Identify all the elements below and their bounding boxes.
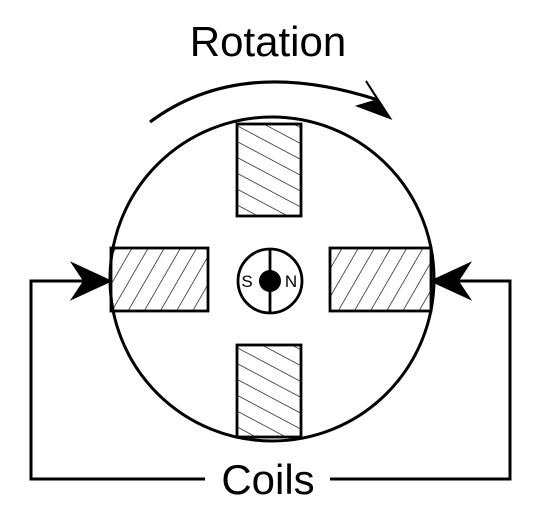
coil-wire-right <box>330 279 512 481</box>
pole-label-south: S <box>241 272 252 291</box>
pole-top <box>235 122 303 218</box>
pole-label-north: N <box>285 272 297 291</box>
arrow-right-icon <box>69 261 113 301</box>
arrow-left-icon <box>429 261 473 301</box>
rotation-label: Rotation <box>190 18 346 65</box>
rotor-axle <box>259 270 281 292</box>
pole-bottom <box>235 343 303 439</box>
curved-arrow-icon <box>149 80 393 124</box>
pole-left <box>109 246 210 313</box>
coil-wire-left <box>29 279 205 481</box>
coils-label: Coils <box>221 456 314 503</box>
rotor-magnet: S N <box>236 247 304 315</box>
pole-right <box>328 246 433 313</box>
